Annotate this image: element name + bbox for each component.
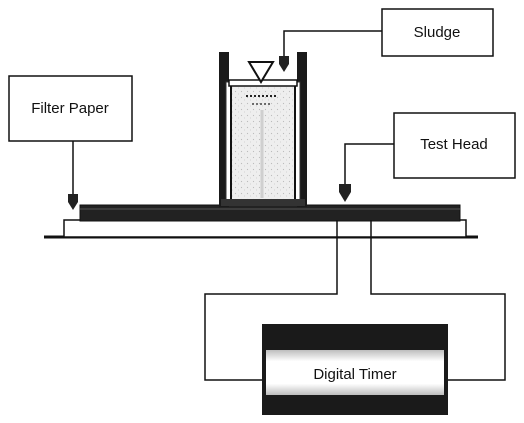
test-head-label-box xyxy=(393,112,516,179)
sludge-callout: Sludge xyxy=(279,8,494,72)
filter-paper-label: Filter Paper xyxy=(31,100,109,117)
triangle-funnel-icon xyxy=(247,61,275,84)
container-right-wall xyxy=(297,52,307,207)
digital-timer: Digital Timer xyxy=(262,324,448,415)
container-left-wall xyxy=(219,52,229,207)
sludge-container xyxy=(219,52,307,207)
test-head-callout: Test Head xyxy=(339,112,516,202)
timer-wires xyxy=(204,220,506,381)
digital-timer-label: Digital Timer xyxy=(313,366,396,383)
arrow-down-icon xyxy=(68,194,78,210)
sludge-label-box xyxy=(381,8,494,57)
sludge-label: Sludge xyxy=(414,24,461,41)
filter-paper-pad xyxy=(79,204,461,222)
filter-paper-label-box xyxy=(8,75,133,142)
base-plate xyxy=(63,219,467,238)
base-assembly xyxy=(44,204,478,239)
filter-paper-callout: Filter Paper xyxy=(8,75,133,210)
test-head-label: Test Head xyxy=(420,136,488,153)
arrow-down-icon xyxy=(339,184,351,202)
timer-face xyxy=(266,350,444,395)
